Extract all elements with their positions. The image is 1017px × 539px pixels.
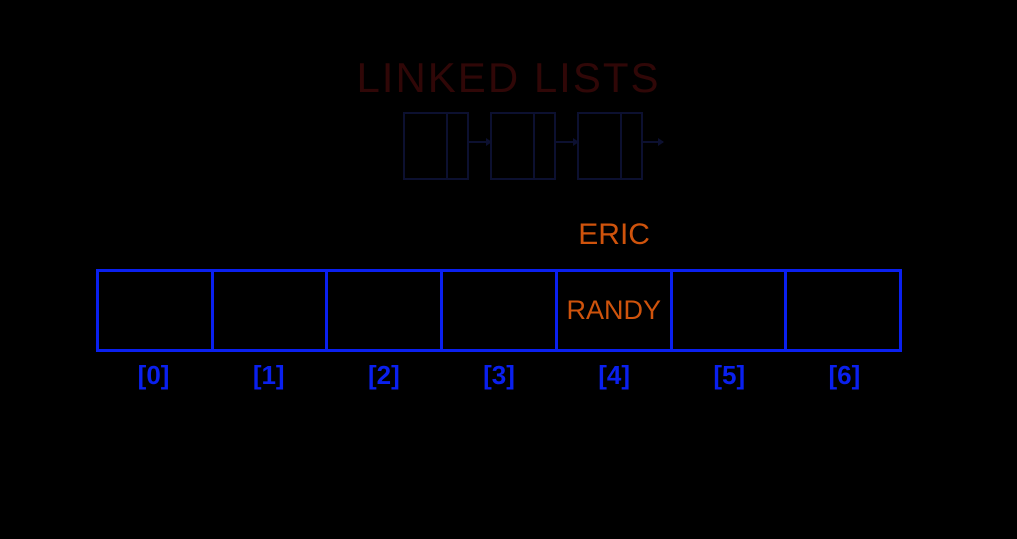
array-diagram: RANDY [96,269,902,352]
linked-list-node [577,112,643,180]
arrow-right-icon [556,138,579,146]
array-index-label-6: [6] [828,360,861,390]
array-index-label-3: [3] [483,360,515,390]
array-cell-6[interactable] [787,272,899,349]
array-cell-0[interactable] [99,272,214,349]
linked-list-node [403,112,469,180]
node-data-cell [492,114,535,178]
page-title: LINKED LISTS [356,54,661,101]
array-index-label-1: [1] [252,360,285,390]
node-pointer-cell [448,114,467,178]
array-row: RANDY [96,269,902,352]
array-cell-5[interactable] [673,272,788,349]
array-index-label-2: [2] [367,360,400,390]
array-index-row: [0] [1] [2] [3] [4] [5] [6] [96,360,902,391]
array-index-label-4: [4] [598,360,631,390]
array-value-callout: ERIC [578,218,650,251]
array-index-label-0: [0] [137,360,170,390]
linked-list-node [490,112,556,180]
array-cell-2[interactable] [328,272,444,349]
array-index-label-5: [5] [713,360,746,390]
linked-list-diagram [400,112,664,182]
node-pointer-cell [535,114,554,178]
arrow-right-icon [643,138,664,146]
array-cell-4[interactable]: RANDY [558,272,673,349]
array-cell-3[interactable] [443,272,558,349]
node-data-cell [579,114,622,178]
array-cell-1[interactable] [214,272,329,349]
node-pointer-cell [622,114,641,178]
arrow-right-icon [469,138,492,146]
node-data-cell [405,114,448,178]
